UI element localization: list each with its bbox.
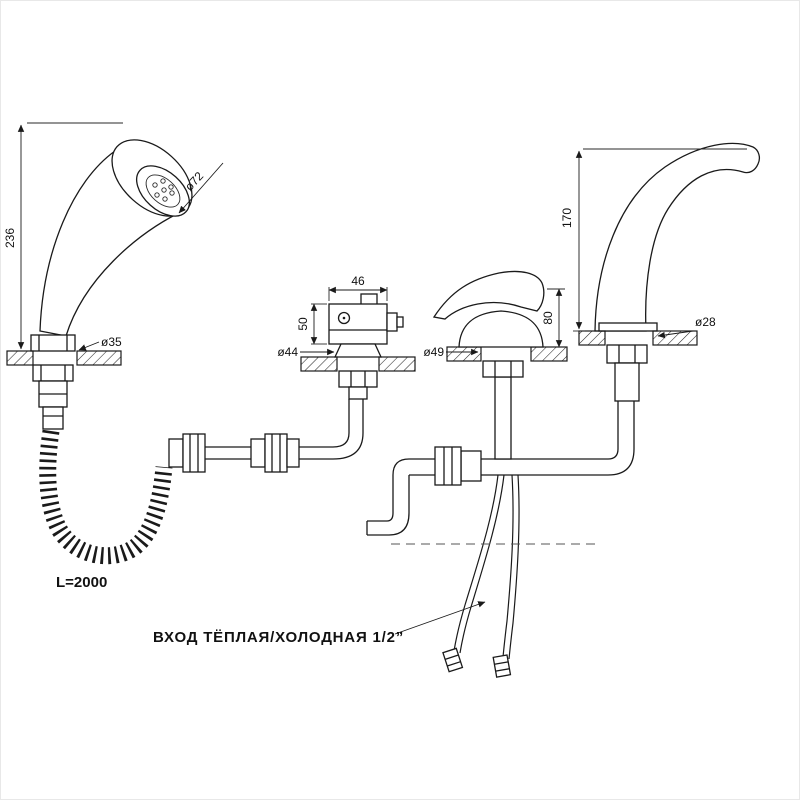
deck-section — [6, 350, 34, 366]
dimension-diverter-height: 50 — [296, 303, 327, 345]
hand-shower — [39, 139, 193, 337]
inlet-callout: ВХОД ТЁПЛАЯ/ХОЛОДНАЯ 1/2” — [153, 601, 486, 646]
diverter-body — [328, 303, 388, 345]
mixer-lever-handle — [432, 270, 545, 320]
pipe-fitting — [264, 433, 288, 473]
dim-80-label: 80 — [541, 311, 555, 325]
deck-section — [652, 330, 698, 346]
diverter-side-stub — [386, 312, 398, 332]
spray-holes — [152, 178, 175, 202]
dim-236-label: 236 — [3, 228, 17, 248]
mixer — [432, 270, 568, 460]
dim-170-label: 170 — [560, 208, 574, 228]
shower-hose — [39, 429, 173, 565]
spout-flange — [598, 322, 658, 332]
spout-outline — [594, 142, 760, 332]
dimension-spout-mount-dia: ø28 — [657, 315, 716, 339]
mixer-tailpiece — [494, 376, 512, 460]
inlet-label: ВХОД ТЁПЛАЯ/ХОЛОДНАЯ 1/2” — [153, 629, 404, 646]
spout-tailpiece — [614, 362, 640, 402]
dim-46-label: 46 — [351, 274, 365, 288]
diverter-side-tip — [396, 316, 404, 328]
inlet-hose-fitting — [442, 647, 464, 673]
pipe-fitting — [182, 433, 206, 473]
mount-nut-bottom — [32, 364, 74, 382]
elbow-up-outer — [332, 432, 364, 460]
mount-nut-top — [30, 334, 76, 352]
diverter — [300, 293, 416, 400]
hose-fittings — [168, 433, 300, 473]
pipe-fitting — [250, 438, 266, 468]
hose-length-label-group: L=2000 — [56, 574, 107, 591]
elbow-up-inner — [332, 432, 350, 448]
dim-d49-label: ø49 — [423, 345, 444, 359]
inlet-hoses — [442, 474, 520, 678]
dim-50-label: 50 — [296, 317, 310, 331]
dimension-mixer-height: 80 — [541, 288, 565, 348]
pipe-fitting — [168, 438, 184, 468]
shower-mount — [6, 334, 122, 430]
dimension-diverter-mount-dia: ø44 — [277, 345, 335, 359]
diverter-tailpiece — [348, 386, 368, 400]
diverter-escutcheon — [333, 343, 383, 358]
pipe-fitting — [434, 446, 462, 486]
mixer-nut — [482, 360, 524, 378]
dimension-diverter-width: 46 — [328, 274, 388, 301]
shower-face — [136, 165, 190, 217]
dimension-shower-head-dia: ø72 — [178, 162, 224, 214]
pipe-fitting — [286, 438, 300, 468]
spout-nut — [606, 344, 648, 364]
dim-d44-label: ø44 — [277, 345, 298, 359]
deck-section — [300, 356, 338, 372]
deck-section — [578, 330, 606, 346]
hose-connector — [42, 406, 64, 430]
deck-section — [76, 350, 122, 366]
pipe-fittings-right — [434, 446, 482, 486]
deck-section — [378, 356, 416, 372]
dim-d35-label: ø35 — [101, 335, 122, 349]
dim-d28-label: ø28 — [695, 315, 716, 329]
dimension-spout-height: 170 — [560, 148, 747, 332]
diverter-nut — [338, 370, 378, 388]
dimension-mixer-mount-dia: ø49 — [423, 345, 479, 359]
deck-section — [530, 346, 568, 362]
corrugated-hose — [39, 429, 173, 565]
diverter-knob — [337, 311, 351, 325]
deck-section — [446, 346, 482, 362]
dimension-shower-height: 236 — [3, 122, 123, 350]
pipe-fitting — [460, 450, 482, 482]
hose-length-label: L=2000 — [56, 574, 107, 591]
dimension-shower-mount-dia: ø35 — [78, 335, 122, 351]
inlet-hose-fitting — [492, 654, 512, 678]
mixer-body — [458, 310, 544, 348]
spout — [578, 142, 760, 402]
